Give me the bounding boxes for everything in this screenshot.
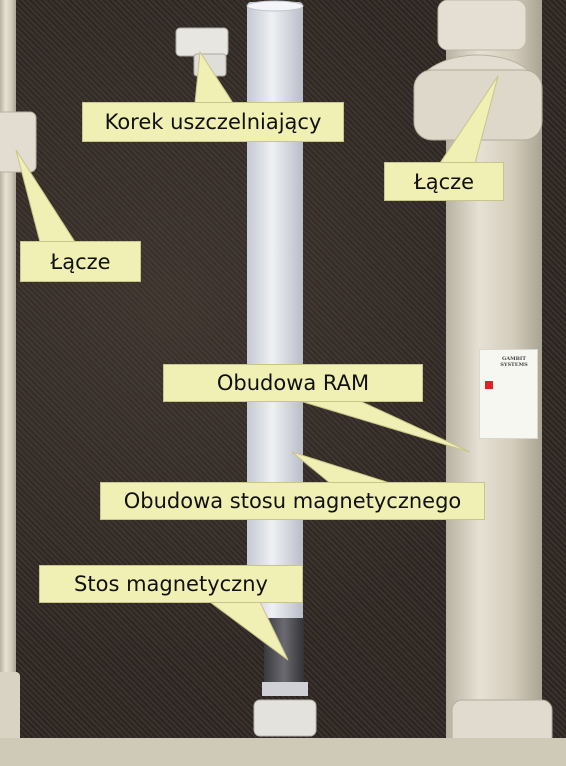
callout-connector-right: Łącze	[384, 162, 504, 201]
callout-magnetic-stack-housing: Obudowa stosu magnetycznego	[100, 482, 485, 520]
callout-connector-left: Łącze	[20, 241, 141, 282]
pointer-lacze-left	[15, 149, 76, 243]
left-pipe-union-bottom	[0, 672, 20, 742]
bottom-pipe	[0, 738, 566, 766]
callout-sealing-plug: Korek uszczelniający	[82, 102, 344, 142]
sealing-plug	[175, 27, 229, 57]
product-label: GAMBIT SYSTEMS	[479, 349, 538, 439]
ram-tube-top	[246, 0, 304, 12]
right-pipe-top-cap	[437, 0, 527, 51]
pointer-ram	[299, 400, 471, 453]
stack-fitting	[253, 699, 317, 737]
stack-collar	[262, 682, 308, 696]
ram-tube	[247, 2, 303, 622]
left-pipe-union-top	[0, 111, 37, 173]
pointer-obudowa-stosu	[291, 451, 391, 484]
product-label-company: GAMBIT SYSTEMS	[500, 356, 528, 368]
product-label-logo	[485, 381, 493, 389]
left-pipe	[0, 0, 16, 766]
callout-ram-housing: Obudowa RAM	[163, 364, 423, 402]
callout-magnetic-stack: Stos magnetyczny	[39, 565, 303, 603]
